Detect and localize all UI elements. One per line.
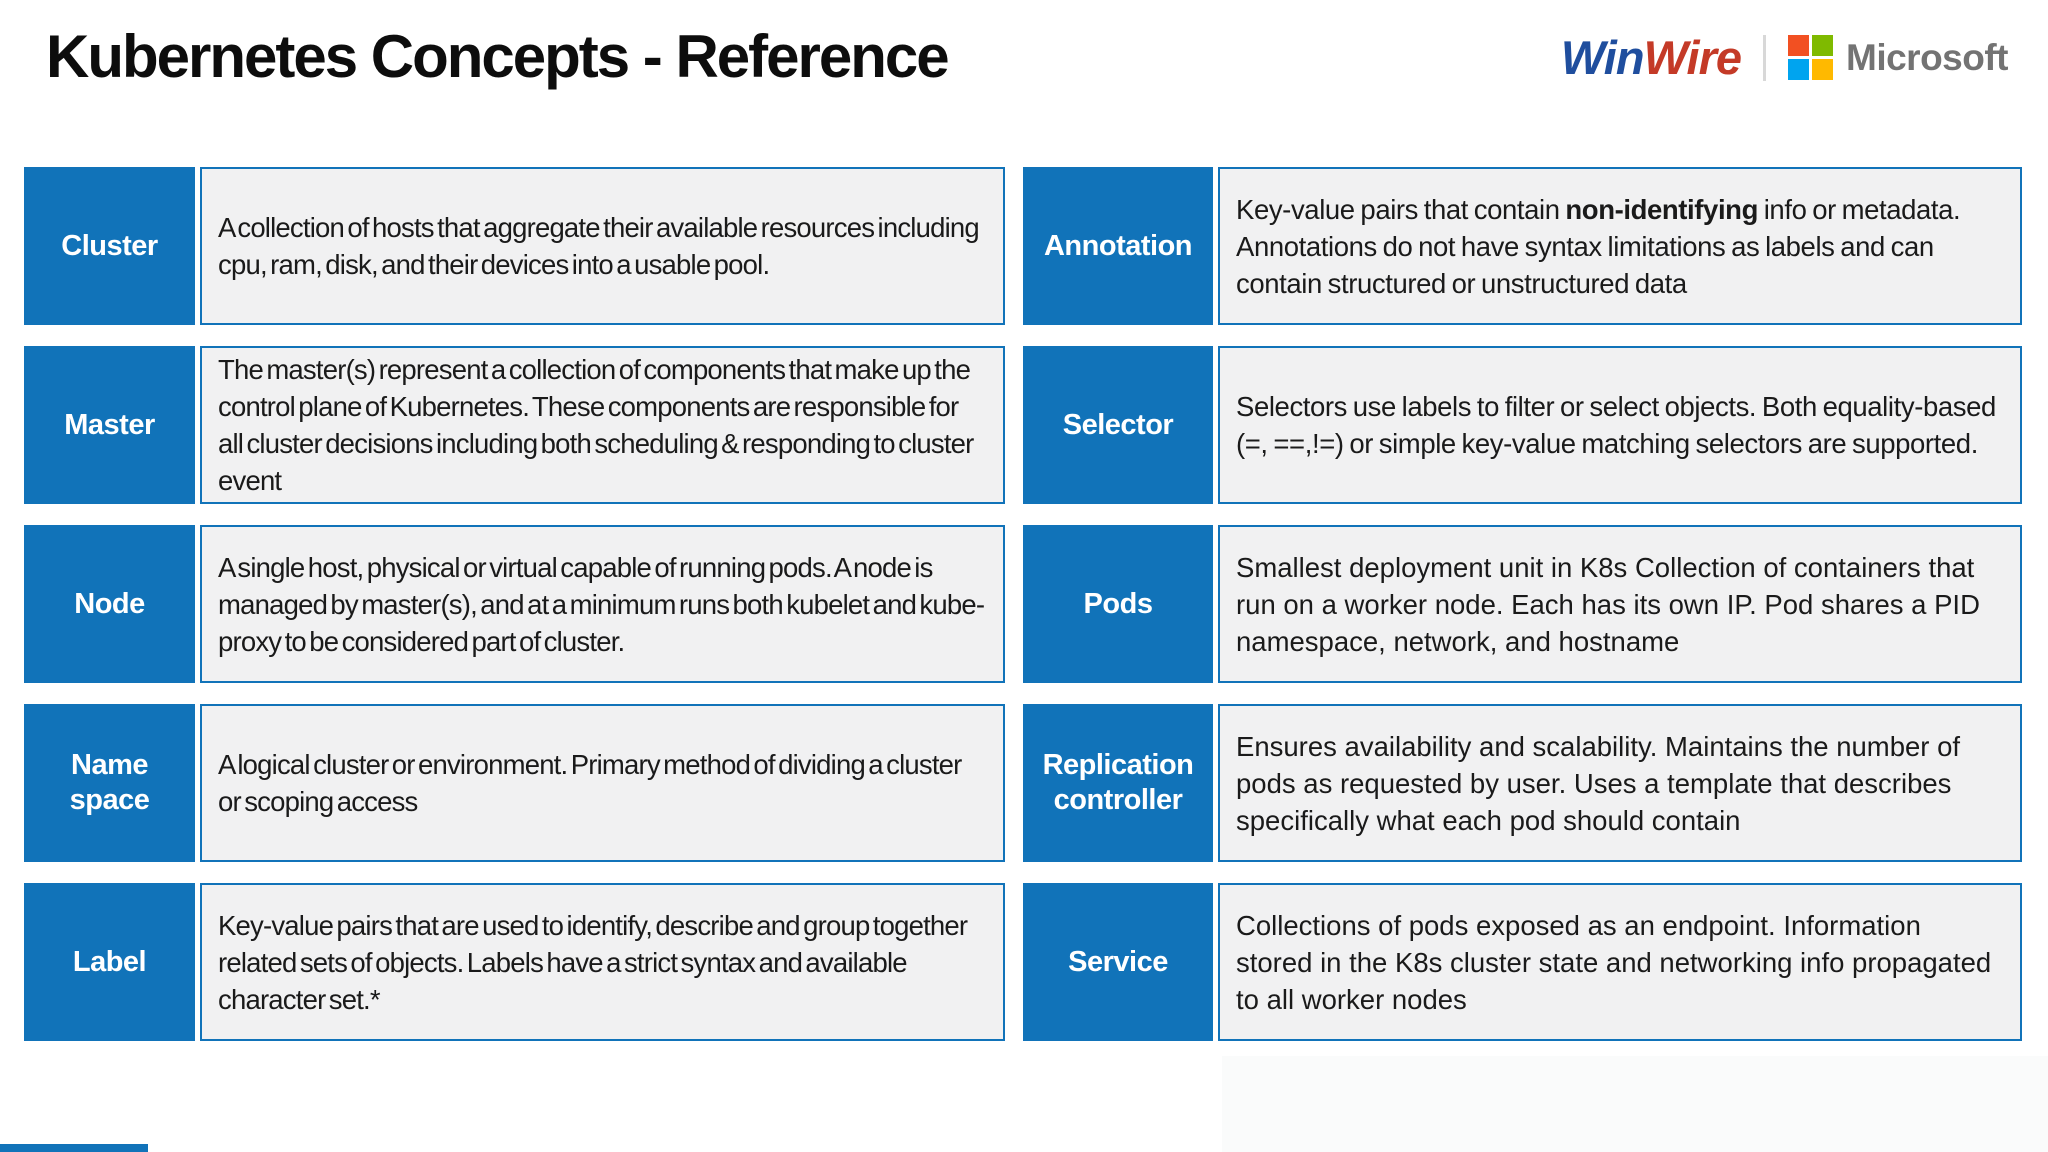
desc-master: The master(s) represent a collection of … — [200, 346, 1005, 504]
desc-annotation: Key-value pairs that contain non-identif… — [1218, 167, 2022, 325]
desc-pods: Smallest deployment unit in K8s Collecti… — [1218, 525, 2022, 683]
desc-replication-controller: Ensures availability and scalability. Ma… — [1218, 704, 2022, 862]
term-selector: Selector — [1023, 346, 1213, 504]
ms-square-green-icon — [1812, 35, 1833, 56]
term-annotation: Annotation — [1023, 167, 1213, 325]
ms-square-yellow-icon — [1812, 59, 1833, 80]
definition-row-selector: Selector Selectors use labels to filter … — [1023, 346, 2022, 504]
desc-service-text: Collections of pods exposed as an endpoi… — [1236, 909, 1992, 1015]
desc-node-text: A single host, physical or virtual capab… — [218, 551, 985, 657]
desc-cluster-text: A collection of hosts that aggregate the… — [218, 212, 980, 280]
definition-row-master: Master The master(s) represent a collect… — [24, 346, 1005, 504]
desc-namespace: A logical cluster or environment. Primar… — [200, 704, 1005, 862]
desc-selector: Selectors use labels to filter or select… — [1218, 346, 2022, 504]
definition-row-service: Service Collections of pods exposed as a… — [1023, 883, 2022, 1041]
page-title: Kubernetes Concepts - Reference — [46, 23, 950, 90]
desc-annotation-bold: non-identifying — [1565, 193, 1758, 225]
microsoft-wordmark: Microsoft — [1846, 36, 2009, 78]
desc-label-text: Key-value pairs that are used to identif… — [218, 909, 968, 1015]
logo-divider — [1763, 34, 1766, 81]
desc-node: A single host, physical or virtual capab… — [200, 525, 1005, 683]
definition-row-label: Label Key-value pairs that are used to i… — [24, 883, 1005, 1041]
winwire-logo-wire-text: Wire — [1643, 31, 1742, 84]
desc-cluster: A collection of hosts that aggregate the… — [200, 167, 1005, 325]
term-namespace: Name space — [24, 704, 195, 862]
term-label: Label — [24, 883, 195, 1041]
term-master: Master — [24, 346, 195, 504]
ms-square-red-icon — [1788, 35, 1809, 56]
definition-row-node: Node A single host, physical or virtual … — [24, 525, 1005, 683]
right-column: Annotation Key-value pairs that contain … — [1023, 167, 2022, 1062]
left-column: Cluster A collection of hosts that aggre… — [24, 167, 1005, 1062]
term-service: Service — [1023, 883, 1213, 1041]
desc-service: Collections of pods exposed as an endpoi… — [1218, 883, 2022, 1041]
ms-square-blue-icon — [1788, 59, 1809, 80]
microsoft-squares-icon — [1788, 35, 1833, 80]
term-pods: Pods — [1023, 525, 1213, 683]
desc-pods-text: Smallest deployment unit in K8s Collecti… — [1236, 551, 1980, 657]
definition-row-replication-controller: Replication controller Ensures availabil… — [1023, 704, 2022, 862]
desc-label: Key-value pairs that are used to identif… — [200, 883, 1005, 1041]
microsoft-logo: Microsoft — [1788, 35, 2009, 80]
term-cluster: Cluster — [24, 167, 195, 325]
desc-annotation-text: Key-value pairs that contain non-identif… — [1236, 193, 1961, 299]
desc-replication-controller-text: Ensures availability and scalability. Ma… — [1236, 730, 1961, 836]
footer-accent-bar — [0, 1144, 148, 1152]
desc-namespace-text: A logical cluster or environment. Primar… — [218, 749, 962, 817]
definition-row-cluster: Cluster A collection of hosts that aggre… — [24, 167, 1005, 325]
term-replication-controller: Replication controller — [1023, 704, 1213, 862]
definition-row-pods: Pods Smallest deployment unit in K8s Col… — [1023, 525, 2022, 683]
definition-row-annotation: Annotation Key-value pairs that contain … — [1023, 167, 2022, 325]
winwire-logo: WinWire — [1560, 30, 1742, 85]
term-node: Node — [24, 525, 195, 683]
bottom-right-tint — [1222, 1056, 2048, 1152]
definition-row-namespace: Name space A logical cluster or environm… — [24, 704, 1005, 862]
winwire-logo-win-text: Win — [1560, 31, 1645, 84]
desc-master-text: The master(s) represent a collection of … — [218, 354, 974, 496]
logo-strip: WinWire Microsoft — [1560, 30, 2009, 85]
desc-selector-text: Selectors use labels to filter or select… — [1236, 391, 1996, 459]
